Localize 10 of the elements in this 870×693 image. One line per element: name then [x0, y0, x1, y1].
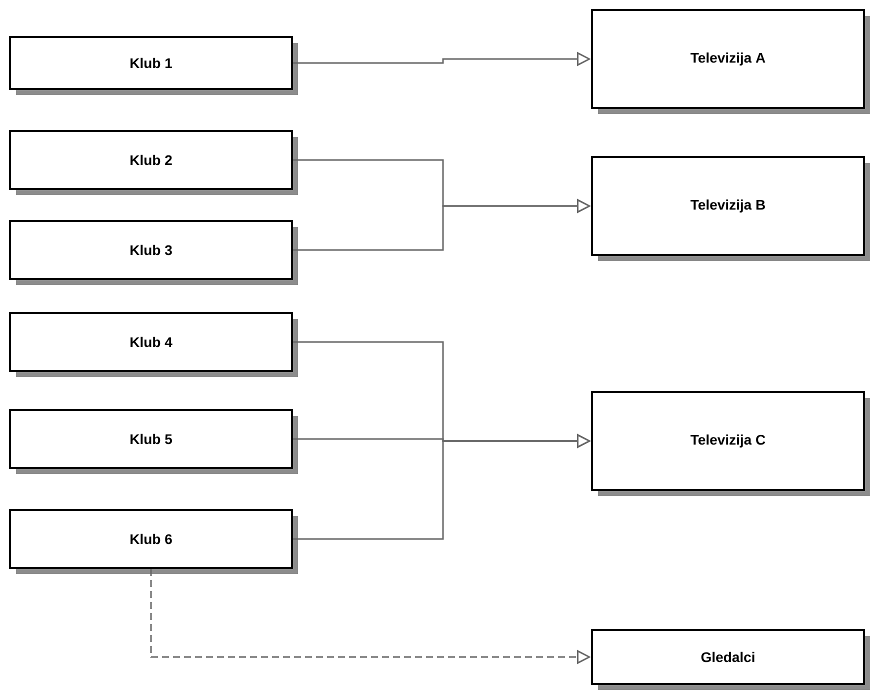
process-box: Televizija C — [591, 391, 870, 496]
process-box: Televizija A — [591, 9, 870, 114]
process-box: Klub 6 — [9, 509, 298, 574]
process-box: Klub 5 — [9, 409, 298, 474]
process-box: Klub 3 — [9, 220, 298, 285]
process-box: Televizija B — [591, 156, 870, 261]
process-box: Klub 2 — [9, 130, 298, 195]
process-box: Klub 4 — [9, 312, 298, 377]
process-box: Klub 1 — [9, 36, 298, 95]
process-box: Gledalci — [591, 629, 870, 690]
